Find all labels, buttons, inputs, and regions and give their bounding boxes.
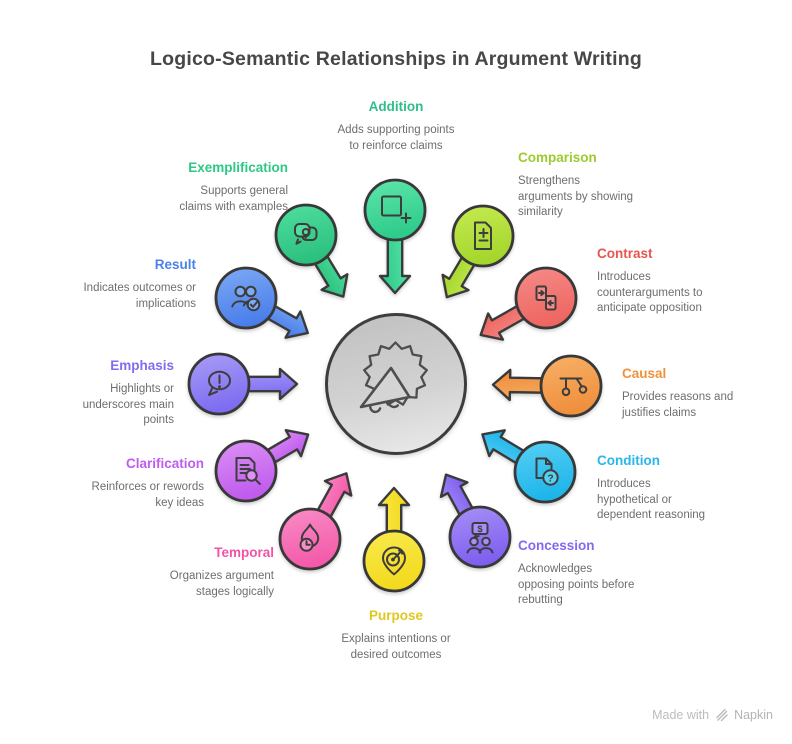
- node-label: Clarification: [125, 456, 204, 471]
- svg-text:?: ?: [547, 472, 553, 484]
- node-label: Addition: [368, 99, 424, 114]
- node-description: Indicates outcomes or implications: [83, 282, 196, 310]
- node-label: Temporal: [214, 545, 274, 560]
- node-label: Comparison: [518, 150, 597, 165]
- node-description: Adds supporting points to reinforce clai…: [337, 124, 455, 152]
- result-text-block: Result Indicates outcomes or implication…: [83, 257, 196, 312]
- node-label: Result: [154, 257, 196, 272]
- node-label: Contrast: [597, 246, 653, 261]
- temporal-text-block: Temporal Organizes argument stages logic…: [170, 545, 274, 600]
- napkin-logo-icon: [716, 708, 728, 722]
- node-description: Supports general claims with examples: [179, 185, 288, 213]
- node-description: Acknowledges opposing points before rebu…: [518, 563, 635, 606]
- node-description: Strengthens arguments by showing similar…: [518, 175, 634, 218]
- page-title: Logico-Semantic Relationships in Argumen…: [150, 48, 642, 70]
- emphasis-text-block: Emphasis Highlights or underscores main …: [83, 358, 174, 429]
- causal-text-block: Causal Provides reasons and justifies cl…: [622, 366, 733, 421]
- concession-text-block: Concession Acknowledges opposing points …: [518, 538, 634, 609]
- node-label: Exemplification: [188, 160, 288, 175]
- node-label: Emphasis: [110, 358, 174, 373]
- node-description: Introduces hypothetical or dependent rea…: [597, 478, 706, 521]
- node-label: Concession: [518, 538, 595, 553]
- node-description: Explains intentions or desired outcomes: [341, 633, 451, 661]
- node-description: Introduces counterarguments to anticipat…: [597, 271, 703, 314]
- watermark-brand: Napkin: [734, 707, 773, 722]
- clarification-text-block: Clarification Reinforces or rewords key …: [92, 456, 204, 511]
- napkin-watermark: Made with Napkin: [652, 707, 773, 722]
- megaphone-burst-icon: [359, 341, 428, 414]
- exemplification-text-block: Exemplification Supports general claims …: [179, 160, 288, 215]
- node-description: Reinforces or rewords key ideas: [91, 481, 204, 509]
- node-description: Highlights or underscores main points: [82, 383, 174, 426]
- purpose-text-block: Purpose Explains intentions or desired o…: [341, 608, 450, 663]
- condition-text-block: Condition Introduces hypothetical or dep…: [597, 453, 705, 524]
- watermark-text: Made with: [652, 707, 710, 722]
- comparison-text-block: Comparison Strengthens arguments by show…: [518, 150, 633, 221]
- node-label: Condition: [597, 453, 660, 468]
- node-description: Provides reasons and justifies claims: [622, 391, 734, 419]
- central-hub: [325, 313, 467, 455]
- contrast-text-block: Contrast Introduces counterarguments to …: [597, 246, 702, 317]
- node-label: Causal: [622, 366, 667, 381]
- addition-text-block: Addition Adds supporting points to reinf…: [338, 99, 455, 154]
- node-description: Organizes argument stages logically: [169, 570, 274, 598]
- node-label: Purpose: [368, 608, 423, 623]
- svg-text:$: $: [477, 524, 483, 535]
